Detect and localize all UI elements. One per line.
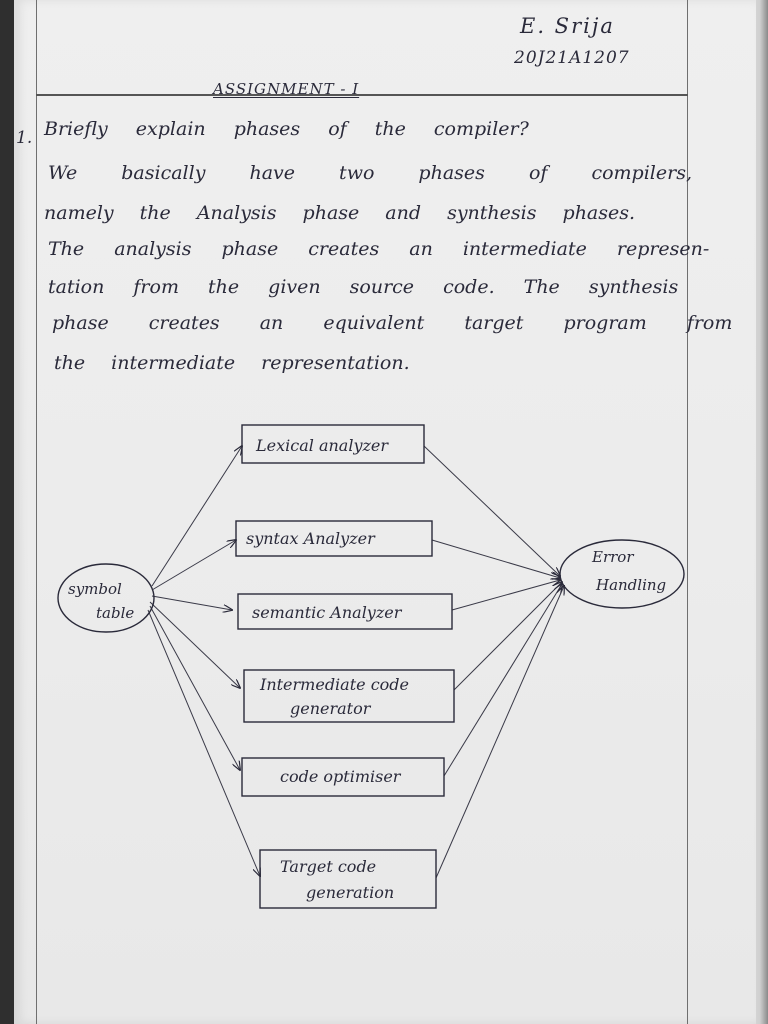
connector-arrow xyxy=(423,445,560,576)
semantic-analyzer-label: semantic Analyzer xyxy=(252,603,403,622)
connector-arrow xyxy=(451,580,560,611)
error-handling-ellipse xyxy=(559,539,685,609)
syntax-analyzer-label: syntax Analyzer xyxy=(246,529,376,548)
answer-line: We basically have two phases of compiler… xyxy=(48,162,692,184)
syntax-analyzer-box xyxy=(235,520,433,557)
code-optimiser-box xyxy=(241,757,445,797)
notebook-sheet xyxy=(14,0,756,1024)
connector-arrow xyxy=(435,586,564,879)
answer-line: The analysis phase creates an intermedia… xyxy=(48,238,710,260)
symbol-table-ellipse xyxy=(57,563,155,633)
answer-line: namely the Analysis phase and synthesis … xyxy=(44,202,636,224)
right-margin-line xyxy=(687,0,688,1024)
symbol-table-connectors xyxy=(147,446,260,876)
answer-line: the intermediate representation. xyxy=(54,352,410,374)
connector-arrow xyxy=(151,446,242,587)
connector-arrow xyxy=(431,539,560,578)
connector-arrow xyxy=(151,595,232,610)
question-number: 1. xyxy=(16,128,33,148)
target-code-generation-box xyxy=(259,849,437,909)
connector-arrow xyxy=(149,601,240,688)
connector-arrow xyxy=(443,584,562,777)
symbol-label: symbol xyxy=(68,580,122,598)
left-margin-line xyxy=(36,0,37,1024)
roll-number: 20J21A1207 xyxy=(514,48,630,68)
error-handling-connectors xyxy=(423,445,564,879)
connector-arrow xyxy=(149,605,240,770)
connector-arrow xyxy=(151,540,236,591)
answer-line: tation from the given source code. The s… xyxy=(48,276,679,298)
connector-arrow xyxy=(147,609,260,876)
lexical-analyzer-label: Lexical analyzer xyxy=(255,436,389,455)
lexical-analyzer-box xyxy=(241,424,425,464)
question-text: Briefly explain phases of the compiler? xyxy=(44,118,529,140)
table-label: table xyxy=(96,604,134,622)
semantic-analyzer-box xyxy=(237,593,453,630)
header-rule-line xyxy=(36,94,688,96)
connector-arrow xyxy=(453,582,562,691)
error-label: Error xyxy=(591,548,634,566)
intermediate-code-generator-box xyxy=(243,669,455,723)
code-optimiser-label: code optimiser xyxy=(280,767,402,786)
student-name: E. Srija xyxy=(520,14,615,38)
generator-label: generator xyxy=(290,699,372,718)
answer-line: phase creates an equivalent target progr… xyxy=(52,312,733,334)
handling-label: Handling xyxy=(595,576,666,594)
intermediate-code-label: Intermediate code xyxy=(259,675,409,694)
assignment-title: ASSIGNMENT - I xyxy=(213,80,360,98)
generation-label: generation xyxy=(306,883,394,902)
target-code-label: Target code xyxy=(280,857,376,876)
